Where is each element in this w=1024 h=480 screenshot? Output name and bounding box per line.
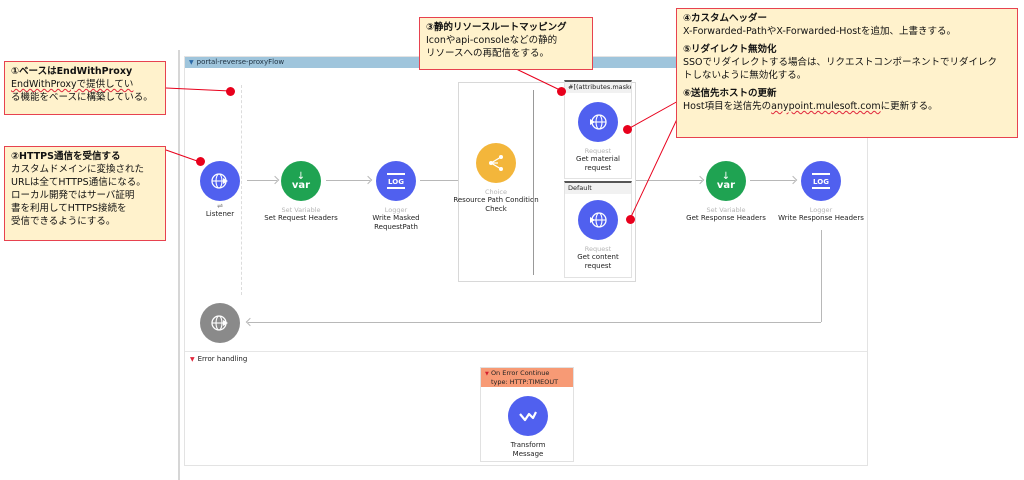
response-return-arrow <box>248 322 821 323</box>
choice-split-line <box>533 90 534 275</box>
callout-text: 受信できるようにする。 <box>11 216 116 227</box>
dataweave-icon <box>508 396 548 436</box>
choice-router-icon <box>476 143 516 183</box>
callout-headers-redirect-host: ④カスタムヘッダー X-Forwarded-PathやX-Forwarded-H… <box>676 8 1018 138</box>
callout-text: る機能をベースに構築している。 <box>11 92 153 103</box>
error-handler-type: type: HTTP:TIMEOUT <box>491 378 559 386</box>
callout-text: ローカル開発ではサーバ証明 <box>11 190 135 201</box>
callout-text: トしないように無効化する。 <box>683 70 807 81</box>
svg-text:LOG: LOG <box>813 178 829 186</box>
component-name: Resource Path Condition Check <box>453 196 539 213</box>
get-response-headers-component[interactable]: ↓var Set Variable Get Response Headers <box>681 161 771 223</box>
callout-text: リソースへの再配信をする。 <box>426 48 550 59</box>
write-response-headers-component[interactable]: LOG Logger Write Response Headers <box>776 161 866 223</box>
callout-host-link: anypoint.mulesoft.com <box>771 101 881 112</box>
component-type: Choice <box>484 188 507 196</box>
connector-arrow <box>247 180 277 181</box>
callout-title: ⑥送信先ホストの更新 <box>683 88 777 99</box>
globe-inbound-icon <box>200 161 240 201</box>
http-request-icon <box>578 102 618 142</box>
flow-name: portal-reverse-proxyFlow <box>196 58 285 66</box>
svg-text:LOG: LOG <box>388 178 404 186</box>
http-request-icon <box>578 200 618 240</box>
connector-line <box>821 230 822 322</box>
component-type: Request <box>584 245 612 253</box>
component-name: Listener <box>205 210 235 218</box>
error-handler-header: ▼ On Error Continue type: HTTP:TIMEOUT <box>481 368 573 387</box>
callout-https-receive: ②HTTPS通信を受信する カスタムドメインに変換された URLは全てHTTPS… <box>4 146 166 241</box>
callout-text: 書を利用してHTTPS接続を <box>11 203 127 214</box>
component-name: Write Response Headers <box>778 214 864 222</box>
choice-component[interactable]: Choice Resource Path Condition Check <box>451 143 541 214</box>
callout-text: URLは全てHTTPS通信になる。 <box>11 177 146 188</box>
error-handling-header[interactable]: ▼Error handling <box>190 355 247 363</box>
component-name: Set Request Headers <box>264 214 338 222</box>
source-divider <box>241 85 242 295</box>
component-type: Set Variable <box>281 206 321 214</box>
component-name: Get content request <box>577 253 619 270</box>
callout-text: カスタムドメインに変換された <box>11 164 145 175</box>
callout-title: ①ベースはEndWithProxy <box>11 66 133 77</box>
var-icon: ↓var <box>281 161 321 201</box>
collapse-triangle-icon[interactable]: ▼ <box>485 371 489 377</box>
log-icon: LOG <box>801 161 841 201</box>
write-masked-requestpath-component[interactable]: LOG Logger Write Masked RequestPath <box>351 161 441 232</box>
on-error-continue-scope[interactable]: ▼ On Error Continue type: HTTP:TIMEOUT T… <box>480 367 574 462</box>
error-handler-title: On Error Continue <box>490 369 550 377</box>
bidirectional-icon: ⇌ <box>217 202 223 210</box>
route-condition: #[(attributes.maskedRe... <box>565 82 631 93</box>
marker-dot <box>557 87 566 96</box>
listener-component[interactable]: ⇌ Listener <box>175 161 265 219</box>
var-icon: ↓var <box>706 161 746 201</box>
callout-text: Host項目を送信先の <box>683 101 772 112</box>
marker-dot <box>623 125 632 134</box>
callout-text: X-Forwarded-PathやX-Forwarded-Hostを追加、上書き… <box>683 26 956 37</box>
marker-dot <box>626 215 635 224</box>
component-type: Logger <box>384 206 408 214</box>
callout-static-resource-mapping: ③静的リソースルートマッピング Iconやapi-consoleなどの静的 リソ… <box>419 17 593 70</box>
get-material-request-component[interactable]: Request Get material request <box>553 102 643 173</box>
connector-arrow <box>326 180 370 181</box>
collapse-triangle-icon[interactable]: ▼ <box>190 356 195 363</box>
component-type: Request <box>584 147 612 155</box>
listener-response-component[interactable] <box>175 303 265 343</box>
route-condition: Default <box>565 183 631 194</box>
callout-text: EndWithProxyで提供してい <box>11 79 134 90</box>
marker-dot <box>196 157 205 166</box>
callout-text: Iconやapi-consoleなどの静的 <box>426 35 558 46</box>
canvas-left-border <box>178 50 180 480</box>
callout-text: SSOでリダイレクトする場合は、リクエストコンポーネントでリダイレク <box>683 57 998 68</box>
log-icon: LOG <box>376 161 416 201</box>
component-type: Logger <box>809 206 833 214</box>
callout-base-endwithproxy: ①ベースはEndWithProxy EndWithProxyで提供してい る機能… <box>4 61 166 115</box>
get-content-request-component[interactable]: Request Get content request <box>553 200 643 271</box>
collapse-triangle-icon[interactable]: ▼ <box>189 59 194 66</box>
globe-response-icon <box>200 303 240 343</box>
error-handling-label: Error handling <box>197 355 248 363</box>
callout-title: ⑤リダイレクト無効化 <box>683 44 777 55</box>
callout-title: ④カスタムヘッダー <box>683 13 768 24</box>
set-request-headers-component[interactable]: ↓var Set Variable Set Request Headers <box>256 161 346 223</box>
marker-dot <box>226 87 235 96</box>
callout-title: ②HTTPS通信を受信する <box>11 151 121 162</box>
error-section-divider <box>185 351 867 352</box>
connector-arrow <box>750 180 795 181</box>
component-name: Get material request <box>576 155 620 172</box>
component-name: Transform Message <box>510 441 546 458</box>
component-type: Set Variable <box>706 206 746 214</box>
component-name: Write Masked RequestPath <box>372 214 420 231</box>
transform-message-component[interactable]: Transform Message <box>481 396 575 459</box>
callout-text: に更新する。 <box>880 101 938 112</box>
component-name: Get Response Headers <box>686 214 766 222</box>
callout-title: ③静的リソースルートマッピング <box>426 22 567 33</box>
connector-arrow <box>420 180 474 181</box>
